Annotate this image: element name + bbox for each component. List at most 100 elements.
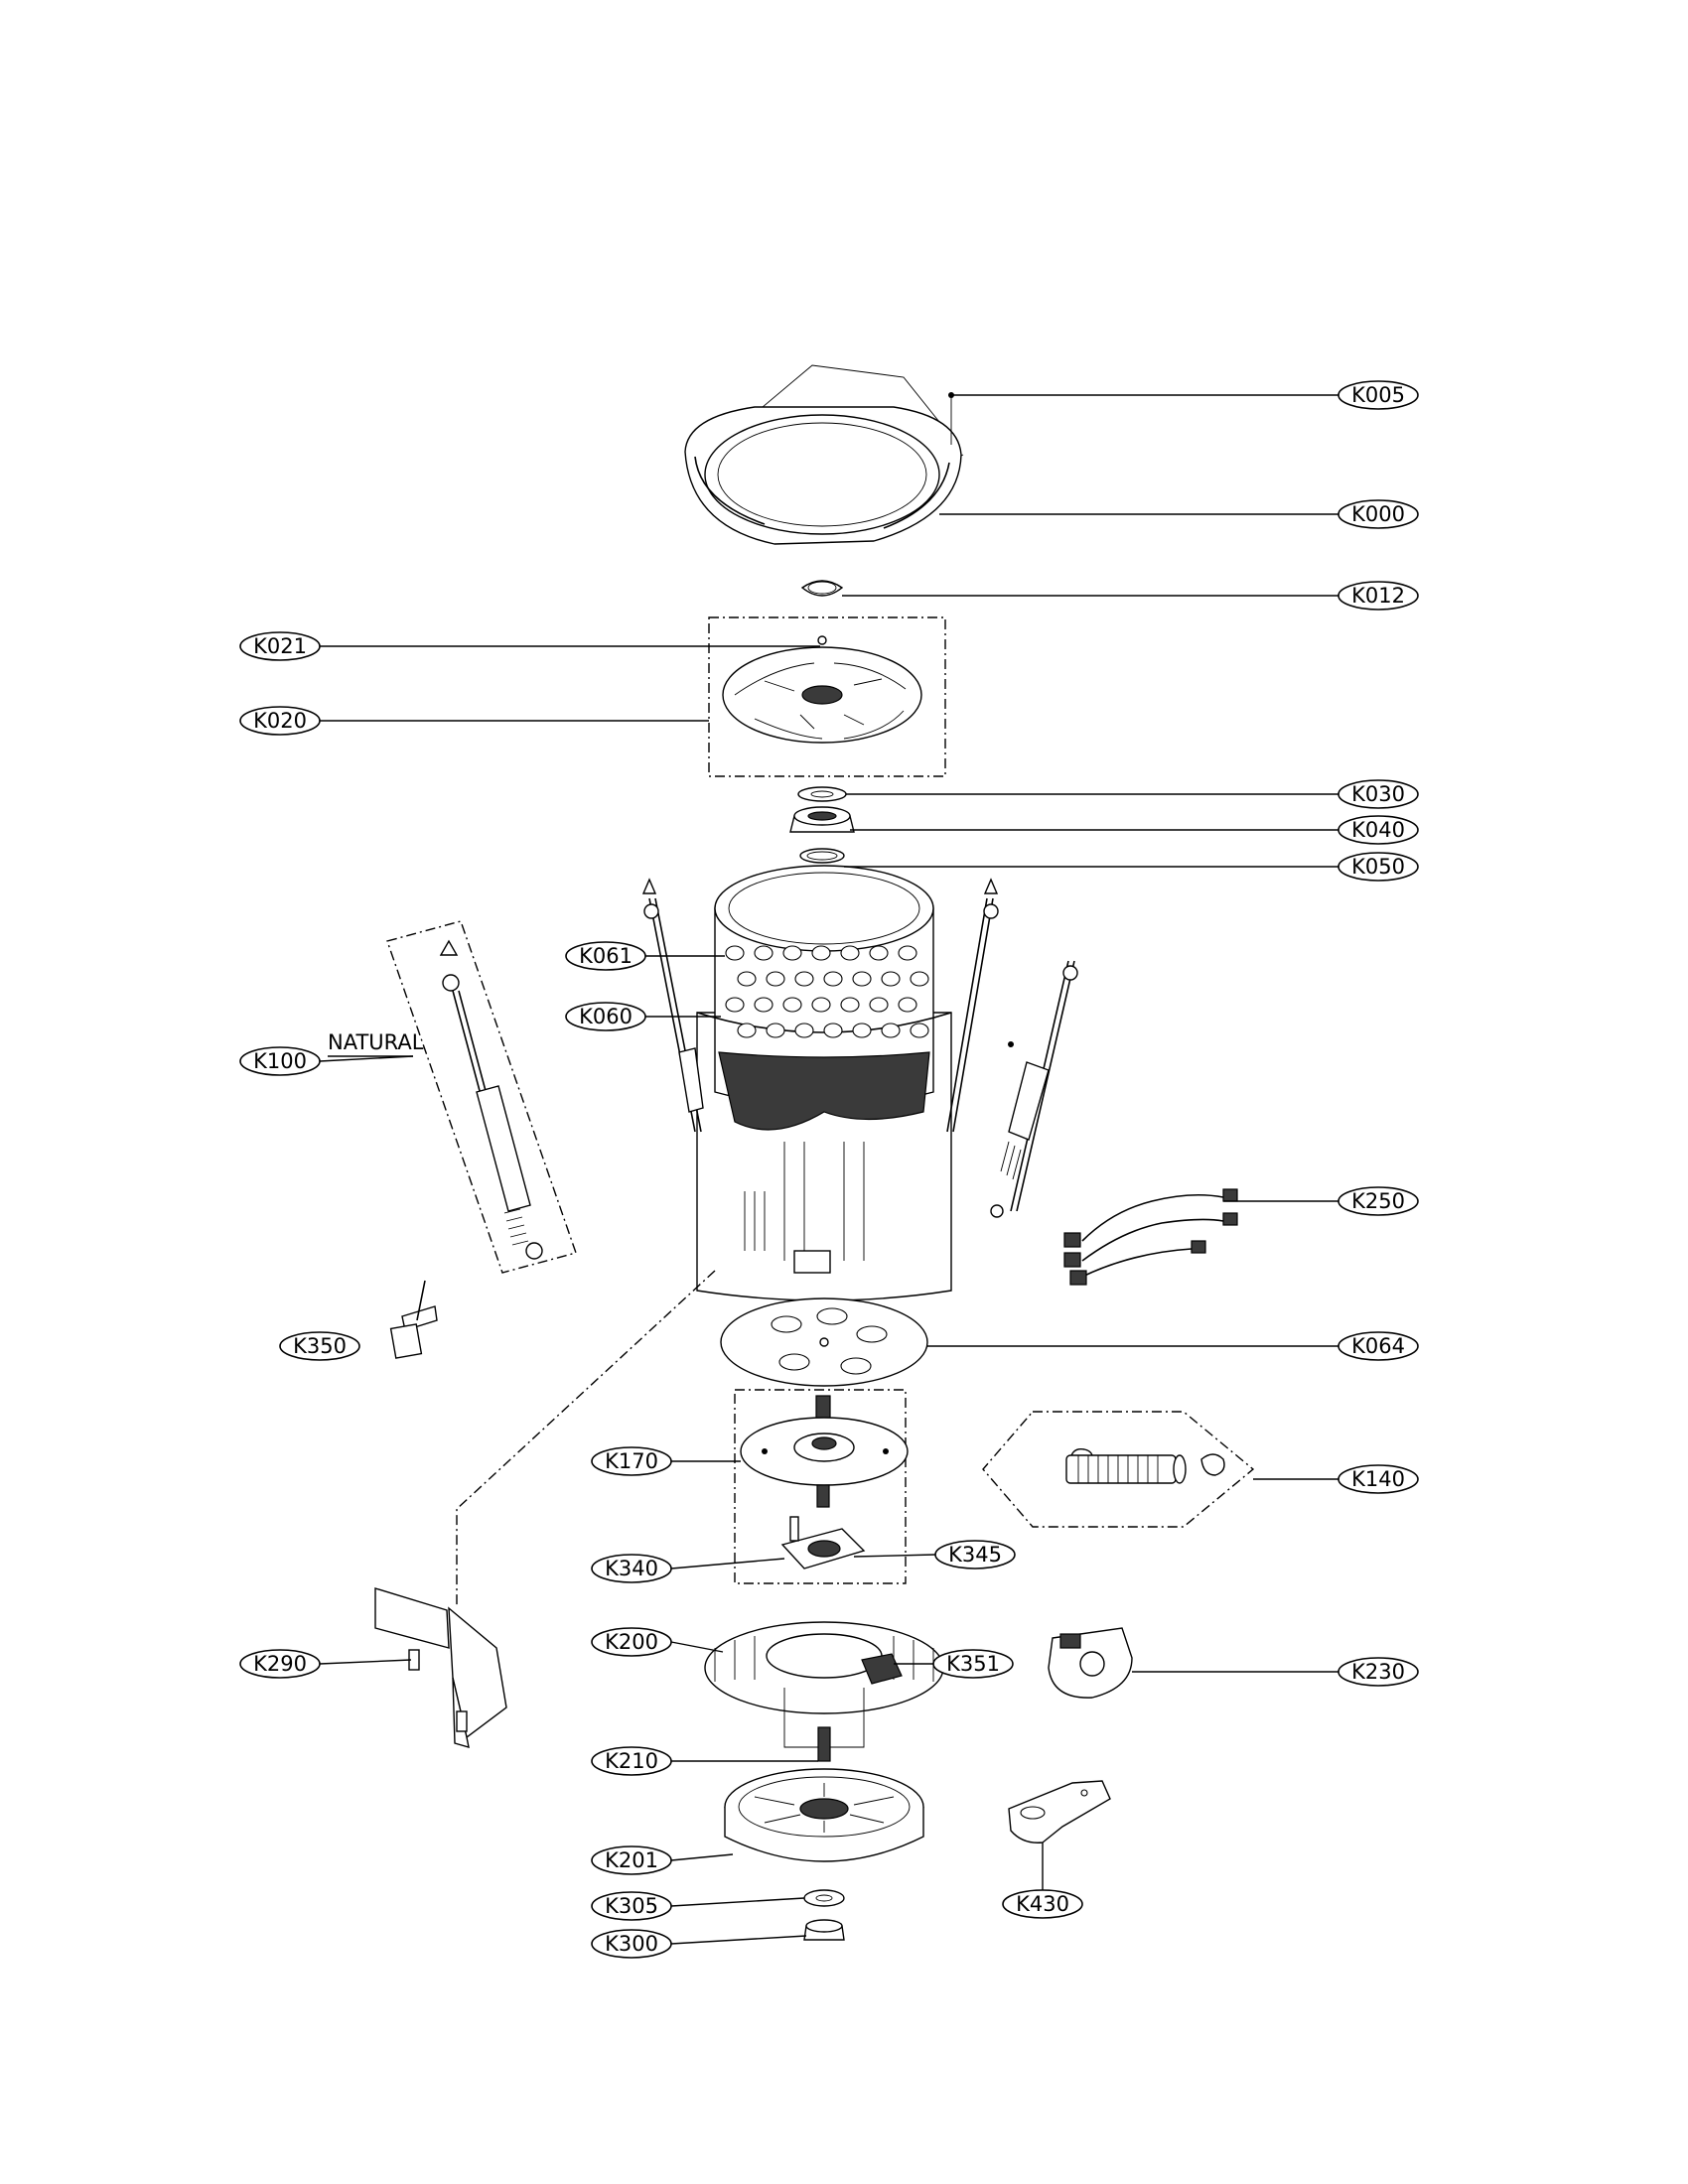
drum-perforation bbox=[869, 997, 889, 1013]
tub-assembly-part bbox=[696, 865, 952, 1301]
callout-k345: K345 bbox=[934, 1540, 1016, 1570]
callout-k350: K350 bbox=[279, 1331, 360, 1361]
bracket-part bbox=[374, 1270, 716, 1748]
callout-k210: K210 bbox=[591, 1746, 672, 1776]
drum-perforation bbox=[754, 997, 774, 1013]
callout-k021: K021 bbox=[239, 631, 321, 661]
hub-nut-part bbox=[789, 806, 855, 833]
callout-k305: K305 bbox=[591, 1891, 672, 1921]
callout-k030: K030 bbox=[1337, 779, 1419, 809]
callout-label: K300 bbox=[605, 1932, 658, 1956]
drum-perforation bbox=[910, 1023, 929, 1038]
drum-perforation bbox=[823, 1023, 843, 1038]
callout-label: K000 bbox=[1351, 502, 1405, 526]
drum-perforation bbox=[794, 971, 814, 987]
drum-perforation bbox=[725, 945, 745, 961]
tub-cover-part bbox=[684, 364, 964, 545]
callout-label: K064 bbox=[1351, 1334, 1405, 1358]
suspension-damper-part bbox=[386, 920, 577, 1274]
rotor-bolt-part bbox=[817, 1726, 831, 1762]
wire-harness-part bbox=[1063, 1188, 1238, 1286]
callout-label: K345 bbox=[948, 1543, 1002, 1567]
callout-label: K040 bbox=[1351, 818, 1405, 842]
o-ring-part bbox=[799, 848, 845, 864]
balancer-cap-part bbox=[800, 580, 844, 597]
callout-k050: K050 bbox=[1337, 852, 1419, 882]
callout-k140: K140 bbox=[1337, 1464, 1419, 1494]
drum-perforation bbox=[782, 997, 802, 1013]
callout-k200: K200 bbox=[591, 1627, 672, 1657]
callout-label: K350 bbox=[293, 1334, 347, 1358]
callout-k100: K100 bbox=[239, 1046, 321, 1076]
sensor-part bbox=[389, 1280, 438, 1359]
callout-k340: K340 bbox=[591, 1554, 672, 1583]
callout-leaders bbox=[319, 394, 1338, 1945]
drum-perforation bbox=[840, 945, 860, 961]
rotor-washer-part bbox=[803, 1889, 845, 1907]
callout-label: K430 bbox=[1016, 1892, 1069, 1916]
drum-perforation bbox=[725, 997, 745, 1013]
drum-perforation bbox=[794, 1023, 814, 1038]
callout-k300: K300 bbox=[591, 1929, 672, 1959]
callout-k060: K060 bbox=[565, 1002, 646, 1031]
drum-perforation bbox=[782, 945, 802, 961]
callout-label: K100 bbox=[253, 1049, 307, 1073]
stator-part bbox=[704, 1621, 944, 1748]
callout-k020: K020 bbox=[239, 706, 321, 736]
drum-perforation bbox=[766, 1023, 785, 1038]
drum-perforation bbox=[881, 1023, 901, 1038]
callout-k000: K000 bbox=[1337, 499, 1419, 529]
callout-k290: K290 bbox=[239, 1649, 321, 1679]
callout-label: K250 bbox=[1351, 1189, 1405, 1213]
drum-perforation bbox=[811, 945, 831, 961]
drum-perforation bbox=[852, 1023, 872, 1038]
callout-label: K340 bbox=[605, 1557, 658, 1580]
callout-k005: K005 bbox=[1337, 380, 1419, 410]
callout-label: K210 bbox=[605, 1749, 658, 1773]
drum-perforation bbox=[840, 997, 860, 1013]
tub-holes bbox=[725, 945, 929, 1038]
callout-k170: K170 bbox=[591, 1446, 672, 1476]
rotor-nut-part bbox=[803, 1919, 845, 1941]
callout-k430: K430 bbox=[1002, 1889, 1083, 1919]
callout-k012: K012 bbox=[1337, 581, 1419, 611]
mounting-plate-part bbox=[1008, 1780, 1111, 1843]
washer-part bbox=[797, 786, 847, 802]
callout-label: K170 bbox=[605, 1449, 658, 1473]
drum-perforation bbox=[823, 971, 843, 987]
drum-perforation bbox=[910, 971, 929, 987]
suspension-rods bbox=[641, 878, 1078, 1218]
drum-perforation bbox=[737, 971, 757, 987]
drain-pump-part bbox=[1048, 1627, 1133, 1699]
callout-label: K201 bbox=[605, 1848, 658, 1872]
drum-perforation bbox=[737, 1023, 757, 1038]
callout-label: K020 bbox=[253, 709, 307, 733]
callout-k201: K201 bbox=[591, 1845, 672, 1875]
pulsator-part bbox=[708, 616, 946, 777]
drum-perforation bbox=[766, 971, 785, 987]
callout-label: K012 bbox=[1351, 584, 1405, 608]
callout-label: K061 bbox=[579, 944, 633, 968]
drain-hose-part bbox=[982, 1411, 1255, 1528]
callout-k351: K351 bbox=[932, 1649, 1014, 1679]
callout-k064: K064 bbox=[1337, 1331, 1419, 1361]
drum-perforation bbox=[898, 945, 917, 961]
clutch-assembly-part bbox=[734, 1389, 909, 1584]
callout-label: K230 bbox=[1351, 1660, 1405, 1684]
drum-perforation bbox=[852, 971, 872, 987]
callout-label: K030 bbox=[1351, 782, 1405, 806]
drum-perforation bbox=[898, 997, 917, 1013]
drum-perforation bbox=[869, 945, 889, 961]
drum-perforation bbox=[754, 945, 774, 961]
drum-perforation bbox=[881, 971, 901, 987]
callout-k040: K040 bbox=[1337, 815, 1419, 845]
callout-label: K050 bbox=[1351, 855, 1405, 879]
shift-actuator-part bbox=[780, 1516, 866, 1570]
natural-annotation-text: NATURAL bbox=[328, 1030, 424, 1054]
base-disc-part bbox=[720, 1297, 928, 1387]
callout-label: K351 bbox=[946, 1652, 1000, 1676]
callout-label: K021 bbox=[253, 634, 307, 658]
callout-label: K200 bbox=[605, 1630, 658, 1654]
callout-k250: K250 bbox=[1337, 1186, 1419, 1216]
